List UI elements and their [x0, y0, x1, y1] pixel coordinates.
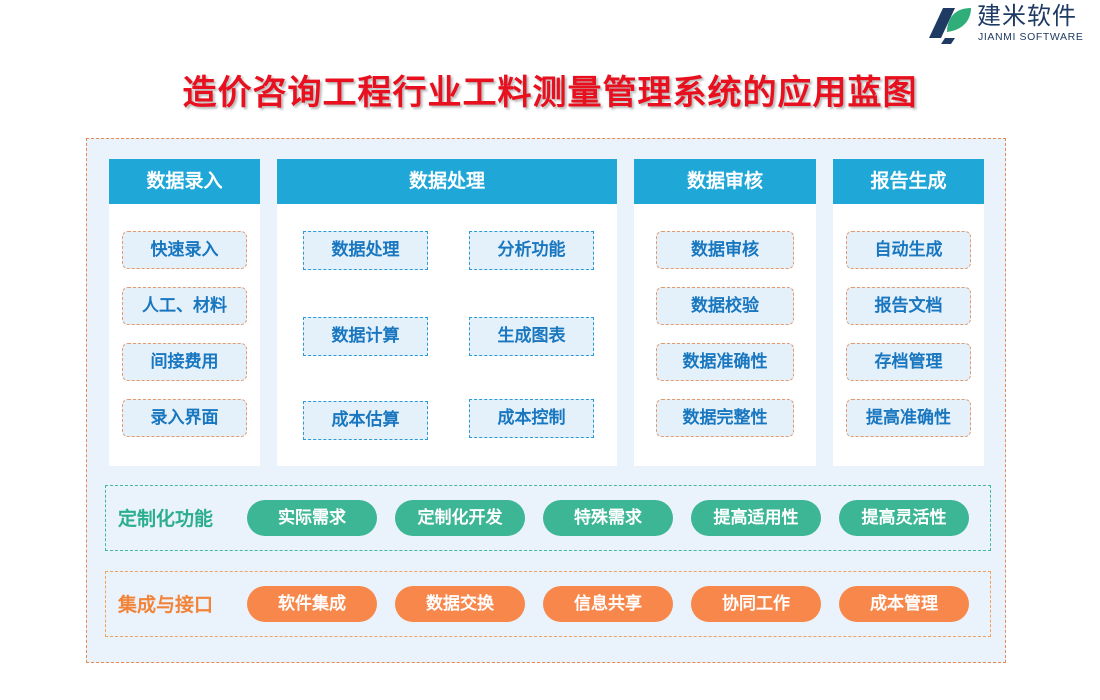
- item-box: 成本控制: [469, 399, 594, 438]
- item-box: 数据准确性: [656, 343, 794, 381]
- customization-pill: 提高灵活性: [839, 500, 969, 536]
- item-box: 数据计算: [303, 317, 428, 356]
- item-box: 自动生成: [846, 231, 971, 269]
- item-box: 数据校验: [656, 287, 794, 325]
- item-box: 快速录入: [122, 231, 247, 269]
- column-header: 数据处理: [277, 159, 617, 204]
- item-box: 生成图表: [469, 317, 594, 356]
- item-box: 人工、材料: [122, 287, 247, 325]
- integration-pill: 数据交换: [395, 586, 525, 622]
- integration-pill: 信息共享: [543, 586, 673, 622]
- brand-name-cn: 建米软件: [977, 2, 1077, 30]
- column-data-review: 数据审核 数据审核 数据校验 数据准确性 数据完整性: [634, 159, 816, 466]
- item-box: 数据完整性: [656, 399, 794, 437]
- column-data-processing: 数据处理 数据处理 分析功能 数据计算 生成图表 成本估算 成本控制: [277, 159, 617, 466]
- item-box: 存档管理: [846, 343, 971, 381]
- item-box: 数据审核: [656, 231, 794, 269]
- item-box: 分析功能: [469, 231, 594, 270]
- column-header: 报告生成: [833, 159, 984, 204]
- item-box: 间接费用: [122, 343, 247, 381]
- column-header: 数据录入: [109, 159, 260, 204]
- customization-label: 定制化功能: [118, 508, 214, 530]
- column-data-entry: 数据录入 快速录入 人工、材料 间接费用 录入界面: [109, 159, 260, 466]
- column-report-generation: 报告生成 自动生成 报告文档 存档管理 提高准确性: [833, 159, 984, 466]
- customization-pill: 实际需求: [247, 500, 377, 536]
- item-box: 成本估算: [303, 401, 428, 440]
- customization-band: 定制化功能 实际需求 定制化开发 特殊需求 提高适用性 提高灵活性: [105, 485, 991, 551]
- item-box: 报告文档: [846, 287, 971, 325]
- brand-logo: 建米软件 JIANMI SOFTWARE: [925, 0, 1100, 48]
- brand-name-en: JIANMI SOFTWARE: [978, 31, 1084, 43]
- column-header: 数据审核: [634, 159, 816, 204]
- item-box: 提高准确性: [846, 399, 971, 437]
- integration-pill: 协同工作: [691, 586, 821, 622]
- integration-pill: 软件集成: [247, 586, 377, 622]
- item-box: 录入界面: [122, 399, 247, 437]
- integration-label: 集成与接口: [118, 594, 214, 616]
- customization-pill: 定制化开发: [395, 500, 525, 536]
- customization-pill: 特殊需求: [543, 500, 673, 536]
- page-title: 造价咨询工程行业工料测量管理系统的应用蓝图: [182, 73, 918, 113]
- jianmi-logo-icon: [929, 8, 971, 44]
- integration-band: 集成与接口 软件集成 数据交换 信息共享 协同工作 成本管理: [105, 571, 991, 637]
- integration-pill: 成本管理: [839, 586, 969, 622]
- customization-pill: 提高适用性: [691, 500, 821, 536]
- item-box: 数据处理: [303, 231, 428, 270]
- blueprint-frame: 数据录入 快速录入 人工、材料 间接费用 录入界面 数据处理 数据处理 分析功能…: [86, 138, 1006, 663]
